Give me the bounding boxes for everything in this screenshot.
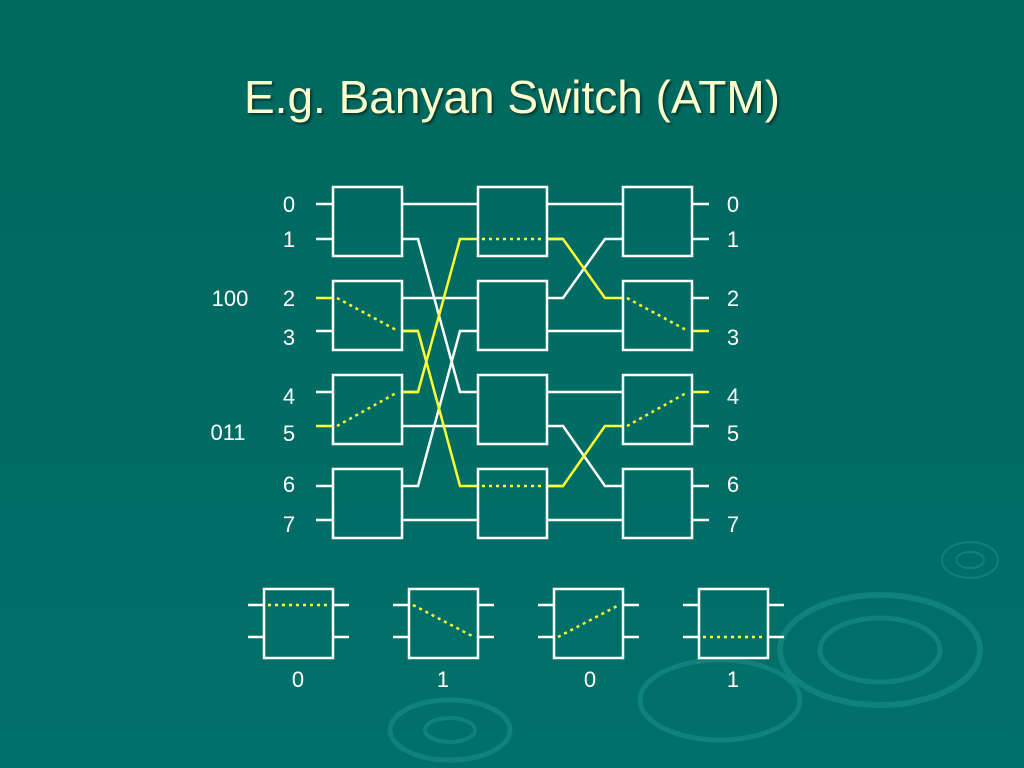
path-in5-s1-to-s2 xyxy=(402,237,478,394)
switch-s2-0 xyxy=(476,185,549,258)
input-label-0: 0 xyxy=(283,192,295,217)
input-label-5: 5 xyxy=(283,421,295,446)
s3-sw1-cross xyxy=(626,296,689,333)
path-in2-s2-to-s3 xyxy=(547,424,623,488)
switch-s2-1 xyxy=(476,279,549,352)
interconnect-wires xyxy=(402,202,623,522)
input-label-7: 7 xyxy=(283,512,295,537)
path-in5-s2-to-s3 xyxy=(547,237,623,300)
output-label-3: 3 xyxy=(727,325,739,350)
address-label-input-5: 011 xyxy=(210,420,245,445)
s1-sw1-cross xyxy=(336,296,399,333)
input-label-2: 2 xyxy=(283,286,295,311)
switch-s1-2 xyxy=(331,373,404,446)
port-stubs xyxy=(316,202,709,522)
input-label-6: 6 xyxy=(283,472,295,497)
switch-boxes xyxy=(331,185,694,540)
setting-label-c: 0 xyxy=(584,667,596,692)
path-in2-s1-to-s2 xyxy=(402,329,478,488)
s1-sw2-cross xyxy=(336,390,399,428)
legend-1-cross-down xyxy=(412,603,475,639)
input-labels: 0 1 2 3 4 5 6 7 xyxy=(283,192,295,537)
switch-s1-1 xyxy=(331,279,404,352)
switch-s3-3 xyxy=(621,467,694,540)
switch-s3-1 xyxy=(621,279,694,352)
s3-sw2-cross xyxy=(626,390,689,428)
output-labels: 0 1 2 3 4 5 6 7 xyxy=(727,192,739,537)
routed-paths xyxy=(316,237,709,488)
switch-s1-0 xyxy=(331,185,404,258)
output-label-7: 7 xyxy=(727,512,739,537)
output-label-6: 6 xyxy=(727,472,739,497)
setting-label-d: 1 xyxy=(727,667,739,692)
output-label-1: 1 xyxy=(727,227,739,252)
input-label-3: 3 xyxy=(283,325,295,350)
output-label-2: 2 xyxy=(727,286,739,311)
setting-label-b: 1 xyxy=(437,667,449,692)
output-label-4: 4 xyxy=(727,384,739,409)
slide-title: E.g. Banyan Switch (ATM) xyxy=(244,71,780,123)
switch-s2-3 xyxy=(476,467,549,540)
switch-s1-3 xyxy=(331,467,404,540)
switch-s3-0 xyxy=(621,185,694,258)
input-label-4: 4 xyxy=(283,384,295,409)
switch-internal-paths xyxy=(336,237,689,488)
input-label-1: 1 xyxy=(283,227,295,252)
switch-s3-2 xyxy=(621,373,694,446)
output-label-5: 5 xyxy=(727,421,739,446)
ripple-decoration xyxy=(387,541,999,763)
legend-0-cross-up xyxy=(557,603,620,639)
output-label-0: 0 xyxy=(727,192,739,217)
switch-s2-2 xyxy=(476,373,549,446)
switch-setting-legend: 0 1 0 1 xyxy=(248,587,784,692)
setting-label-a: 0 xyxy=(292,667,304,692)
address-label-input-2: 100 xyxy=(212,286,249,311)
